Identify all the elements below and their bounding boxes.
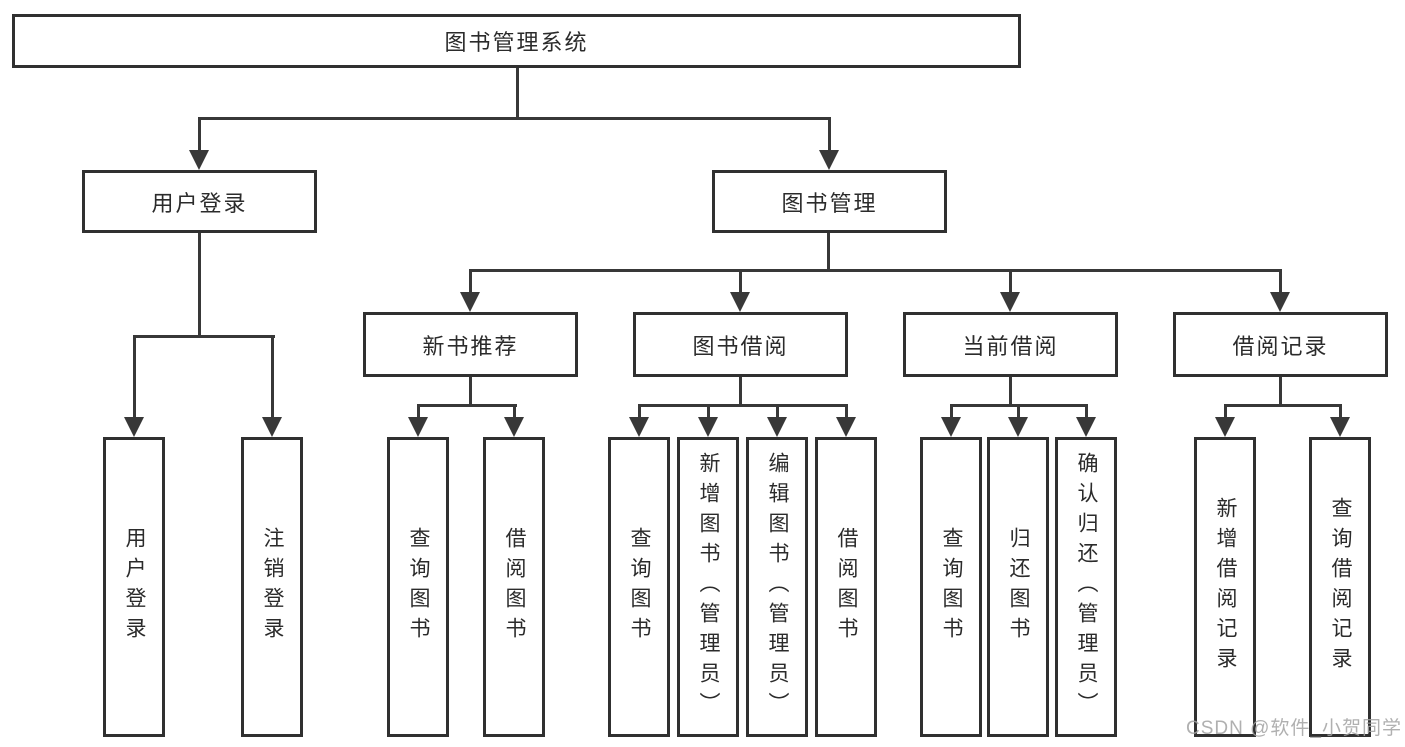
connector-line xyxy=(739,377,742,407)
arrowhead-down-icon xyxy=(1076,417,1096,437)
connector-line xyxy=(513,404,516,422)
connector-line xyxy=(776,404,779,422)
connector-line xyxy=(1279,377,1282,407)
arrowhead-down-icon xyxy=(836,417,856,437)
connector-line xyxy=(828,117,831,155)
leaf-label: 查询借阅记录 xyxy=(1329,497,1352,677)
node-label: 用户登录 xyxy=(151,190,248,216)
arrowhead-down-icon xyxy=(629,417,649,437)
leaf-label: 借阅图书 xyxy=(503,527,526,647)
connector-line xyxy=(1339,404,1342,422)
connector-line xyxy=(1279,269,1282,297)
arrowhead-down-icon xyxy=(408,417,428,437)
arrowhead-down-icon xyxy=(941,417,961,437)
arrowhead-down-icon xyxy=(460,292,480,312)
arrowhead-down-icon xyxy=(1215,417,1235,437)
leaf-user-login: 用户登录 xyxy=(103,437,165,737)
arrowhead-down-icon xyxy=(1330,417,1350,437)
connector-line xyxy=(1224,404,1227,422)
connector-line xyxy=(827,233,830,272)
node-book-borrowing: 图书借阅 xyxy=(633,312,848,377)
leaf-borrow-books: 借阅图书 xyxy=(815,437,877,737)
arrowhead-down-icon xyxy=(1008,417,1028,437)
leaf-label: 新增借阅记录 xyxy=(1214,497,1237,677)
watermark: CSDN @软件_小贺同学 xyxy=(1186,718,1402,739)
node-label: 新书推荐 xyxy=(422,333,519,359)
connector-line xyxy=(638,404,848,407)
leaf-query-borrow-record: 查询借阅记录 xyxy=(1309,437,1371,737)
connector-line xyxy=(198,233,201,338)
leaf-label: 归还图书 xyxy=(1007,527,1030,647)
leaf-logout: 注销登录 xyxy=(241,437,303,737)
leaf-add-borrow-record: 新增借阅记录 xyxy=(1194,437,1256,737)
connector-line xyxy=(133,335,275,338)
node-label: 图书管理 xyxy=(781,190,878,216)
node-new-book-recommend: 新书推荐 xyxy=(363,312,578,377)
leaf-return-book: 归还图书 xyxy=(987,437,1049,737)
node-user-login: 用户登录 xyxy=(82,170,317,233)
arrowhead-down-icon xyxy=(504,417,524,437)
connector-line xyxy=(133,335,136,420)
arrowhead-down-icon xyxy=(189,150,209,170)
leaf-label: 新增图书（管理员） xyxy=(697,452,720,722)
connector-line xyxy=(516,67,519,120)
leaf-label: 注销登录 xyxy=(261,527,284,647)
connector-line xyxy=(739,269,742,297)
arrowhead-down-icon xyxy=(767,417,787,437)
connector-line xyxy=(469,269,1282,272)
connector-line xyxy=(950,404,953,422)
leaf-borrow-books-recommend: 借阅图书 xyxy=(483,437,545,737)
node-root: 图书管理系统 xyxy=(12,14,1021,68)
connector-line xyxy=(638,404,641,422)
connector-line xyxy=(417,404,517,407)
leaf-label: 查询图书 xyxy=(628,527,651,647)
leaf-edit-book-admin: 编辑图书（管理员） xyxy=(746,437,808,737)
arrowhead-down-icon xyxy=(819,150,839,170)
connector-line xyxy=(198,117,831,120)
leaf-query-books-current: 查询图书 xyxy=(920,437,982,737)
arrowhead-down-icon xyxy=(124,417,144,437)
leaf-label: 借阅图书 xyxy=(835,527,858,647)
node-label: 图书管理系统 xyxy=(444,30,589,55)
leaf-query-books-recommend: 查询图书 xyxy=(387,437,449,737)
node-label: 图书借阅 xyxy=(692,333,789,359)
connector-line xyxy=(1017,404,1020,422)
leaf-label: 查询图书 xyxy=(407,527,430,647)
arrowhead-down-icon xyxy=(698,417,718,437)
node-label: 当前借阅 xyxy=(962,333,1059,359)
connector-line xyxy=(469,269,472,297)
node-borrowing-records: 借阅记录 xyxy=(1173,312,1388,377)
connector-line xyxy=(469,377,472,407)
connector-line xyxy=(1009,269,1012,297)
leaf-add-book-admin: 新增图书（管理员） xyxy=(677,437,739,737)
leaf-query-books-borrowing: 查询图书 xyxy=(608,437,670,737)
arrowhead-down-icon xyxy=(730,292,750,312)
connector-line xyxy=(198,117,201,155)
connector-line xyxy=(417,404,420,422)
node-label: 借阅记录 xyxy=(1232,333,1329,359)
node-current-borrowing: 当前借阅 xyxy=(903,312,1118,377)
arrowhead-down-icon xyxy=(262,417,282,437)
leaf-confirm-return-admin: 确认归还（管理员） xyxy=(1055,437,1117,737)
leaf-label: 查询图书 xyxy=(940,527,963,647)
connector-line xyxy=(1224,404,1342,407)
leaf-label: 用户登录 xyxy=(123,527,146,647)
connector-line xyxy=(845,404,848,422)
node-book-management: 图书管理 xyxy=(712,170,947,233)
connector-line xyxy=(707,404,710,422)
leaf-label: 编辑图书（管理员） xyxy=(766,452,789,722)
arrowhead-down-icon xyxy=(1000,292,1020,312)
arrowhead-down-icon xyxy=(1270,292,1290,312)
leaf-label: 确认归还（管理员） xyxy=(1075,452,1098,722)
connector-line xyxy=(1085,404,1088,422)
connector-line xyxy=(1009,377,1012,407)
connector-line xyxy=(271,335,274,420)
